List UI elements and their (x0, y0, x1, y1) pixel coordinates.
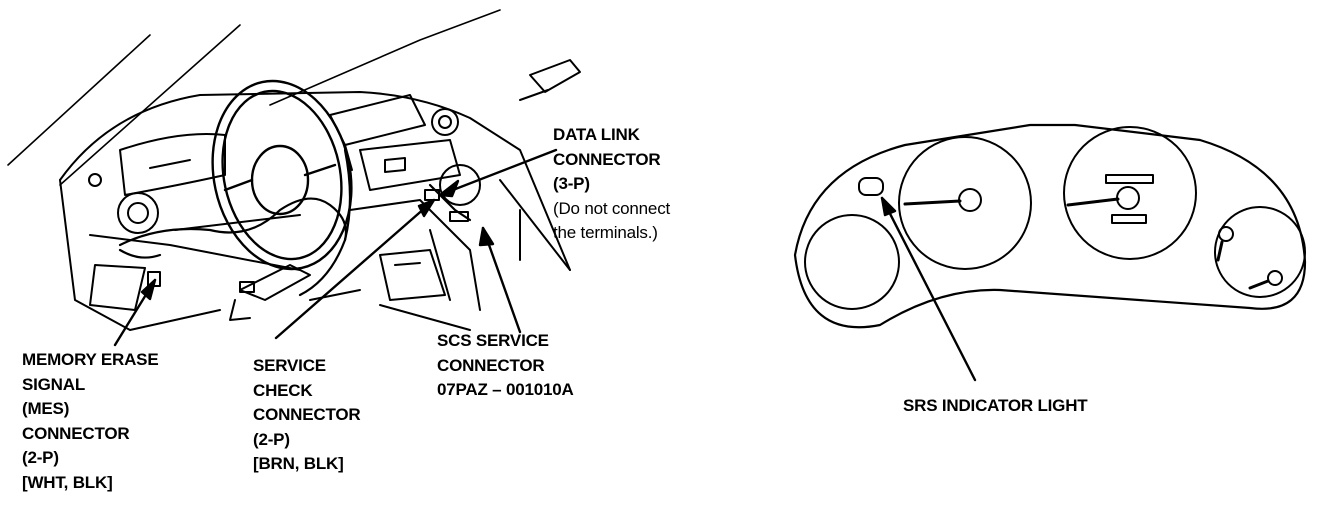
label-line: SCS SERVICE (437, 331, 549, 350)
label-line: SERVICE (253, 356, 326, 375)
label-note: the terminals.) (553, 223, 658, 242)
cluster-outline (793, 123, 1307, 329)
leader-arrows (113, 148, 558, 347)
label-line: CONNECTOR (22, 423, 130, 443)
label-line: 07PAZ – 001010A (437, 380, 574, 399)
gauges (804, 126, 1306, 310)
label-line: [WHT, BLK] (22, 472, 113, 492)
dash-outline (59, 91, 571, 331)
data-link-connector-label: DATA LINK CONNECTOR (3-P) (Do not connec… (553, 123, 670, 246)
label-note: (Do not connect (553, 198, 671, 218)
label-line: (MES) (22, 399, 70, 418)
srs-indicator-light-label: SRS INDICATOR LIGHT (903, 394, 1088, 419)
label-line: CHECK (253, 380, 313, 400)
label-line: DATA LINK (553, 125, 640, 144)
windshield-lines (7, 9, 501, 186)
srs-indicator-lamp (858, 177, 884, 196)
label-line: SRS INDICATOR LIGHT (903, 396, 1088, 415)
label-line: MEMORY ERASE (22, 350, 159, 369)
mes-connector-label: MEMORY ERASE SIGNAL (MES) CONNECTOR (2-P… (22, 348, 159, 495)
steering-wheel (211, 79, 353, 271)
label-line: CONNECTOR (253, 405, 361, 424)
scs-service-connector-label: SCS SERVICE CONNECTOR 07PAZ – 001010A (437, 329, 574, 403)
label-line: CONNECTOR (553, 149, 661, 169)
label-line: (2-P) (22, 448, 59, 467)
label-line: (2-P) (253, 429, 290, 449)
srs-leader-arrow (880, 196, 977, 382)
mirror (519, 59, 581, 101)
label-line: SIGNAL (22, 374, 86, 394)
service-check-connector-label: SERVICE CHECK CONNECTOR (2-P) [BRN, BLK] (253, 354, 361, 477)
label-line: (3-P) (553, 174, 590, 193)
label-line: CONNECTOR (437, 355, 545, 375)
label-line: [BRN, BLK] (253, 454, 344, 473)
